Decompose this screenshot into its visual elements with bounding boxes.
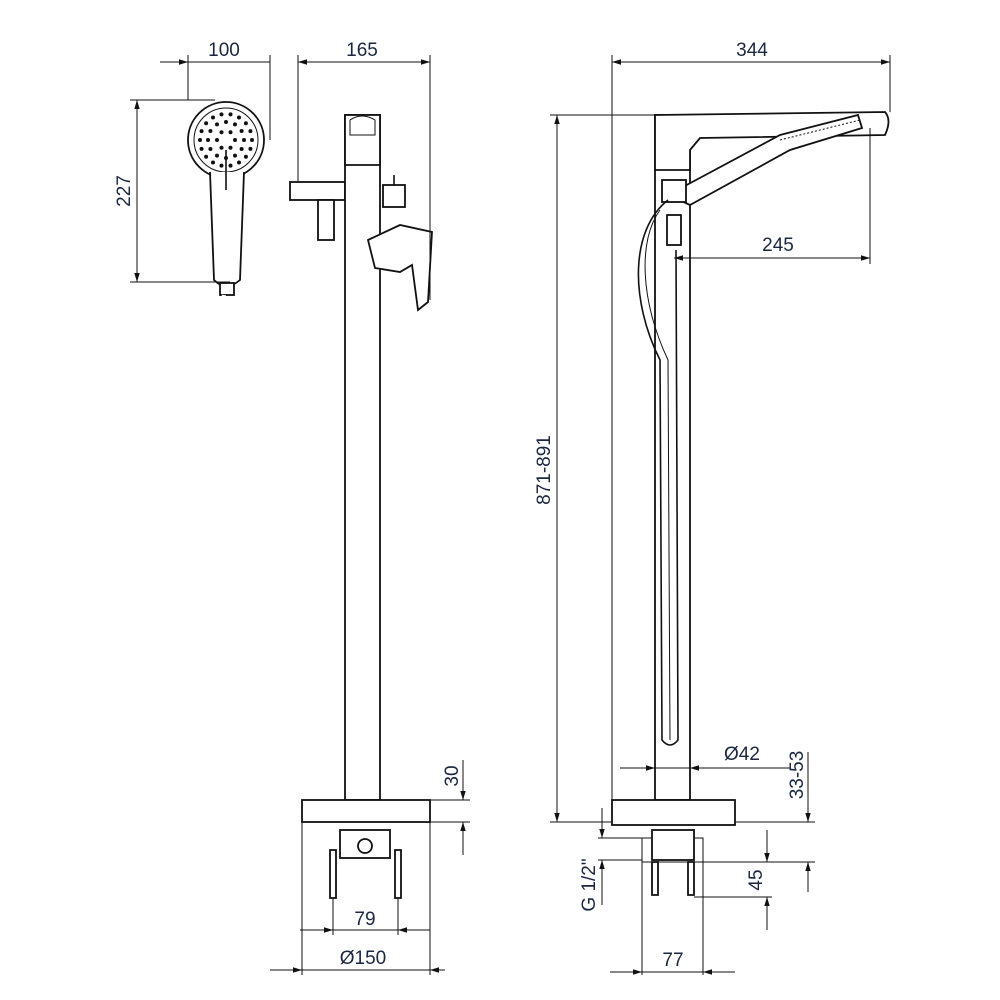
nozzle-dot (239, 147, 244, 151)
nozzle-dot (228, 112, 233, 117)
nozzle-dot (228, 145, 233, 150)
dim-227-label: 227 (114, 175, 135, 207)
nozzle-dot (237, 160, 241, 165)
nozzle-dot (219, 112, 224, 117)
nozzle-dot (228, 163, 233, 168)
nozzle-dot (243, 154, 248, 159)
nozzle-dot (243, 121, 248, 126)
hand-shower (187, 101, 265, 296)
dim-871-891-label: 871-891 (534, 435, 555, 505)
dim-165-label: 165 (346, 40, 378, 61)
nozzle-dot (228, 130, 233, 135)
nozzle-dot (208, 147, 213, 151)
nozzle-dot (206, 138, 210, 142)
nozzle-dot (215, 122, 219, 127)
side-view: 344 871-891 245 Ø42 33-53 G 1/2" 45 (534, 40, 891, 975)
dim-42-label: Ø42 (724, 744, 760, 765)
nozzle-dot (199, 146, 204, 151)
nozzle-dot (248, 129, 253, 134)
nozzle-dot (219, 163, 224, 168)
dim-77-label: 77 (662, 950, 683, 971)
dim-100-label: 100 (208, 40, 240, 61)
nozzle-dot (239, 129, 244, 133)
dim-245-label: 245 (762, 235, 794, 256)
nozzle-dot (224, 120, 228, 124)
dim-30-label: 30 (442, 765, 463, 786)
nozzle-dot (248, 146, 253, 151)
nozzle-dot (250, 138, 254, 142)
nozzle-dot (211, 115, 215, 120)
side-hand-shower (665, 113, 864, 207)
nozzle-dot (204, 154, 209, 159)
dim-33-53-label: 33-53 (787, 751, 808, 800)
nozzle-dot (211, 160, 215, 165)
nozzle-dot (233, 153, 237, 158)
nozzle-dot (219, 145, 224, 150)
column (344, 114, 381, 801)
nozzle-dot (215, 138, 219, 142)
dim-79-label: 79 (354, 909, 375, 930)
dim-thread-label: G 1/2" (579, 858, 600, 911)
dim-344-label: 344 (736, 40, 768, 61)
base-plate (611, 799, 736, 826)
base-plate (301, 799, 431, 823)
nozzle-dot (219, 130, 224, 135)
dim-45-label: 45 (746, 869, 767, 890)
dim-150-label: Ø150 (340, 948, 386, 969)
nozzle-dot (198, 138, 202, 142)
nozzle-dot (215, 153, 219, 158)
nozzle-dot (199, 129, 204, 134)
nozzle-dot (204, 121, 209, 126)
front-view: 100 165 227 30 79 Ø150 (114, 40, 470, 975)
nozzle-dot (242, 138, 246, 142)
mixer-lever (366, 224, 433, 312)
nozzle-dot (233, 122, 237, 127)
nozzle-dot (208, 129, 213, 133)
hose (205, 239, 330, 725)
shower-holder (289, 181, 346, 201)
nozzle-dot (237, 115, 241, 120)
nozzle-dot (233, 138, 237, 142)
